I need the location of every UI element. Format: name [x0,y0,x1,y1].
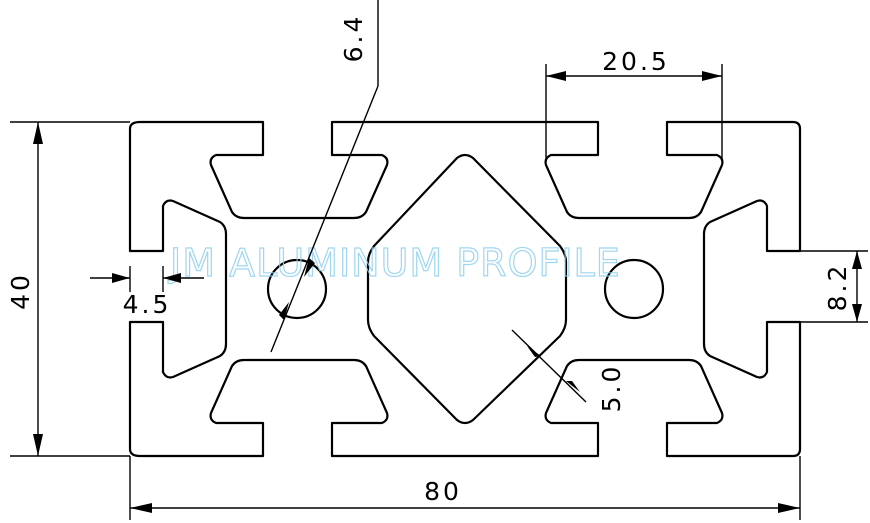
dimension-slot-opening: 20.5 [545,47,723,160]
right-center-hole [603,258,665,320]
dimension-slot-opening-label: 20.5 [602,47,670,76]
watermark-text: JM ALUMINUM PROFILE [168,241,621,285]
dimension-hole-diameter-label: 6.4 [339,14,368,63]
profile-outer-outline [128,120,802,458]
dimension-height-label: 40 [6,272,35,310]
left-center-hole [266,258,328,320]
dimension-hole-diameter: 6.4 [270,0,379,353]
central-cavity [366,153,568,425]
dimension-web-thickness-label: 5.0 [597,364,626,413]
dimension-height: 40 [6,121,130,457]
dimension-slot-depth: 8.2 [800,250,868,323]
dimension-wall-thickness: 4.5 [90,266,204,319]
dimension-web-thickness: 5.0 [511,329,626,413]
dimension-width-label: 80 [424,477,462,506]
dimension-slot-depth-label: 8.2 [823,263,852,312]
dimension-wall-thickness-label: 4.5 [123,290,172,319]
dimension-width: 80 [129,456,801,520]
